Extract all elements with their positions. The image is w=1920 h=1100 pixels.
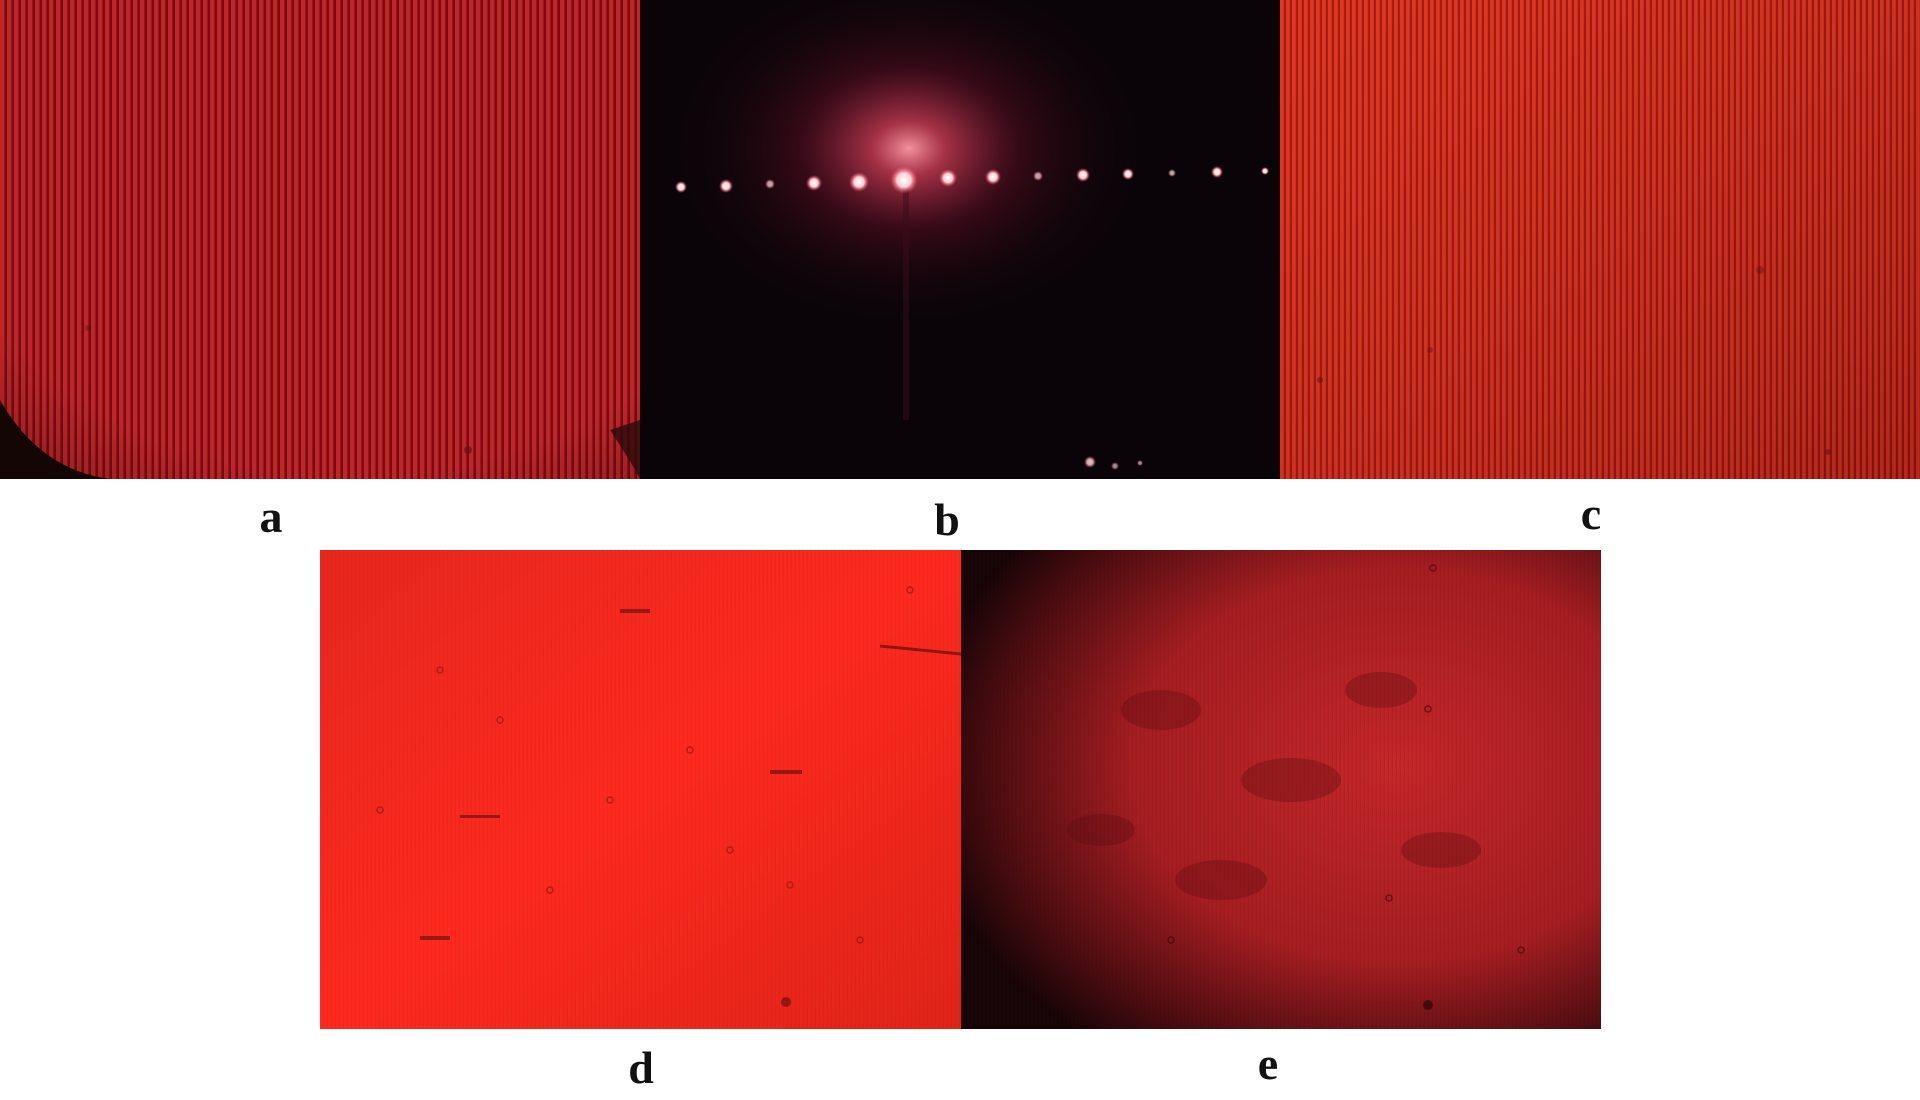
panel-label-c: c [1580,488,1602,539]
panel-d-micrograph-image [320,550,961,1029]
panel-label-d: d [628,1042,654,1093]
panel-e-micrograph-image [961,550,1601,1029]
panel-c-graphic [1280,0,1920,479]
panel-label-e: e [1257,1038,1279,1089]
panel-b-diffraction-image [640,0,1280,479]
panel-a-grating-image [0,0,640,479]
panel-label-a: a [259,491,283,542]
diffraction-spots [675,166,1269,194]
panel-c-grating-image [1280,0,1920,479]
panel-d-graphic [320,550,961,1029]
panel-a-graphic [0,0,640,479]
panel-b-graphic [640,0,1280,479]
panel-e-graphic [961,550,1601,1029]
panel-label-b: b [934,494,960,545]
